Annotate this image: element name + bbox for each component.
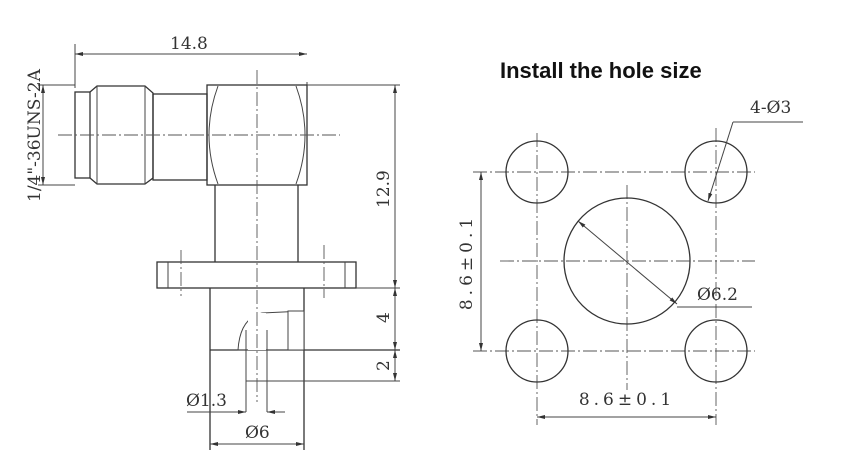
mount-hole [684,319,748,383]
vertical-spacing: 8.6±0.1 [457,214,477,310]
holes-label: 4-Ø3 [750,98,791,118]
bottom-dimension: 2 [374,360,394,371]
lower-dimension: 4 [374,312,394,323]
pin-diameter: Ø1.3 [186,391,227,411]
mount-hole [684,140,748,204]
center-hole [563,197,691,325]
thread-spec: 1/4"-36UNS-2A [25,68,45,202]
hole-layout: Install the hole size 4-Ø3 Ø6.2 8.6±0.1 … [457,58,803,425]
width-dimension: 14.8 [170,34,208,54]
horizontal-spacing: 8.6±0.1 [579,390,675,410]
mount-hole [505,319,569,383]
height-dimension: 12.9 [374,170,394,208]
center-hole-label: Ø6.2 [697,285,738,305]
body-diameter: Ø6 [245,423,270,443]
mount-hole [505,140,569,204]
hole-layout-title: Install the hole size [500,58,702,83]
connector-side-view: 14.8 1/4"-36UNS-2A 12.9 4 2 Ø1.3 Ø6 [25,34,400,450]
